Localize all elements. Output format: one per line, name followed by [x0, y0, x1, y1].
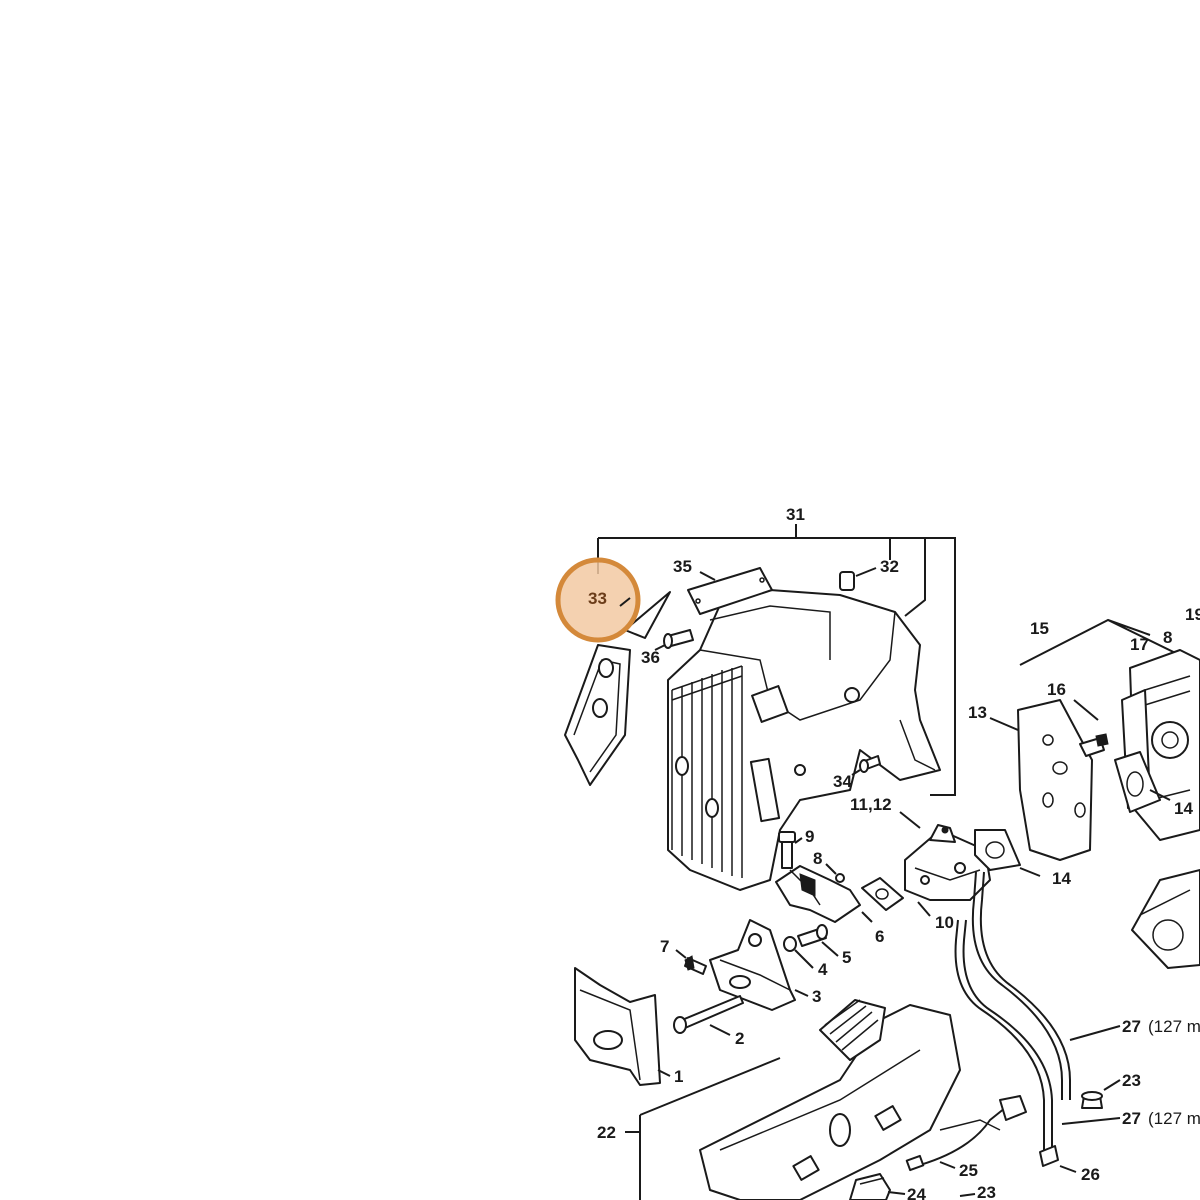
part-33-plate — [564, 591, 671, 786]
starter-part — [1131, 869, 1200, 969]
callout-14b[interactable]: 14 — [1174, 799, 1193, 818]
callout-3[interactable]: 3 — [812, 987, 821, 1006]
callout-7[interactable]: 7 — [660, 937, 669, 956]
callout-8b[interactable]: 8 — [1163, 628, 1172, 647]
callout-11-12[interactable]: 11,12 — [850, 795, 892, 814]
intake-flange — [775, 865, 861, 923]
callout-9[interactable]: 9 — [805, 827, 814, 846]
part-9-screw — [778, 831, 803, 869]
part-32-sleeve — [839, 567, 877, 591]
bracket-31 — [597, 524, 956, 796]
callout-8a[interactable]: 8 — [813, 849, 822, 868]
callout-27a-note: (127 m — [1148, 1017, 1200, 1036]
callout-31[interactable]: 31 — [786, 505, 805, 524]
part-34-screw — [851, 755, 881, 776]
callout-10[interactable]: 10 — [935, 913, 954, 932]
callout-23b[interactable]: 23 — [977, 1183, 996, 1200]
callout-35[interactable]: 35 — [673, 557, 692, 576]
callout-27b-note: (127 m — [1148, 1109, 1200, 1128]
part-25-wire — [905, 1095, 1027, 1172]
callout-6[interactable]: 6 — [875, 927, 884, 946]
callout-26[interactable]: 26 — [1081, 1165, 1100, 1184]
callout-24[interactable]: 24 — [907, 1185, 926, 1200]
fuel-lines — [954, 871, 1121, 1150]
part-6-gasket — [861, 877, 904, 923]
callout-27b[interactable]: 27 — [1122, 1109, 1141, 1128]
callout-17[interactable]: 17 — [1130, 635, 1149, 654]
fuel-tank-part — [625, 999, 1001, 1200]
callout-32[interactable]: 32 — [880, 557, 899, 576]
callout-25[interactable]: 25 — [959, 1161, 978, 1180]
callout-2[interactable]: 2 — [735, 1029, 744, 1048]
part-14-gasket-upper — [1114, 751, 1171, 813]
callout-5[interactable]: 5 — [842, 948, 851, 967]
callout-4[interactable]: 4 — [818, 960, 828, 979]
part-7-screw — [675, 949, 707, 975]
part-8-washer — [825, 863, 845, 883]
part-26-fitting — [1039, 1145, 1077, 1173]
callout-14a[interactable]: 14 — [1052, 869, 1071, 888]
part-2-bolt — [673, 995, 744, 1036]
callout-23a[interactable]: 23 — [1122, 1071, 1141, 1090]
part-36-screw — [654, 629, 694, 651]
callout-1[interactable]: 1 — [674, 1067, 683, 1086]
part-13-plate — [989, 699, 1093, 861]
part-3-mount — [709, 919, 809, 1011]
carburetor-part — [899, 811, 991, 901]
part-5-screw — [797, 924, 839, 957]
part-24-filter — [849, 1173, 906, 1200]
callout-16[interactable]: 16 — [1047, 680, 1066, 699]
callout-33[interactable]: 33 — [588, 589, 607, 608]
callout-19[interactable]: 19 — [1185, 605, 1200, 624]
part-14-gasket — [974, 829, 1041, 877]
callout-13[interactable]: 13 — [968, 703, 987, 722]
part-1-shield — [574, 967, 671, 1086]
leader-10 — [917, 901, 931, 917]
leader-23b — [959, 1193, 976, 1197]
callout-36[interactable]: 36 — [641, 648, 660, 667]
shroud-part — [667, 589, 941, 891]
highlight-circle-33 — [555, 557, 641, 643]
part-4-washer — [783, 936, 814, 969]
part-23-grommet — [1081, 1079, 1121, 1109]
part-16-screw — [1073, 699, 1109, 757]
callout-34[interactable]: 34 — [833, 772, 852, 791]
callout-22[interactable]: 22 — [597, 1123, 616, 1142]
part-35-gasket — [687, 567, 773, 615]
callout-27a[interactable]: 27 — [1122, 1017, 1141, 1036]
callout-15[interactable]: 15 — [1030, 619, 1049, 638]
